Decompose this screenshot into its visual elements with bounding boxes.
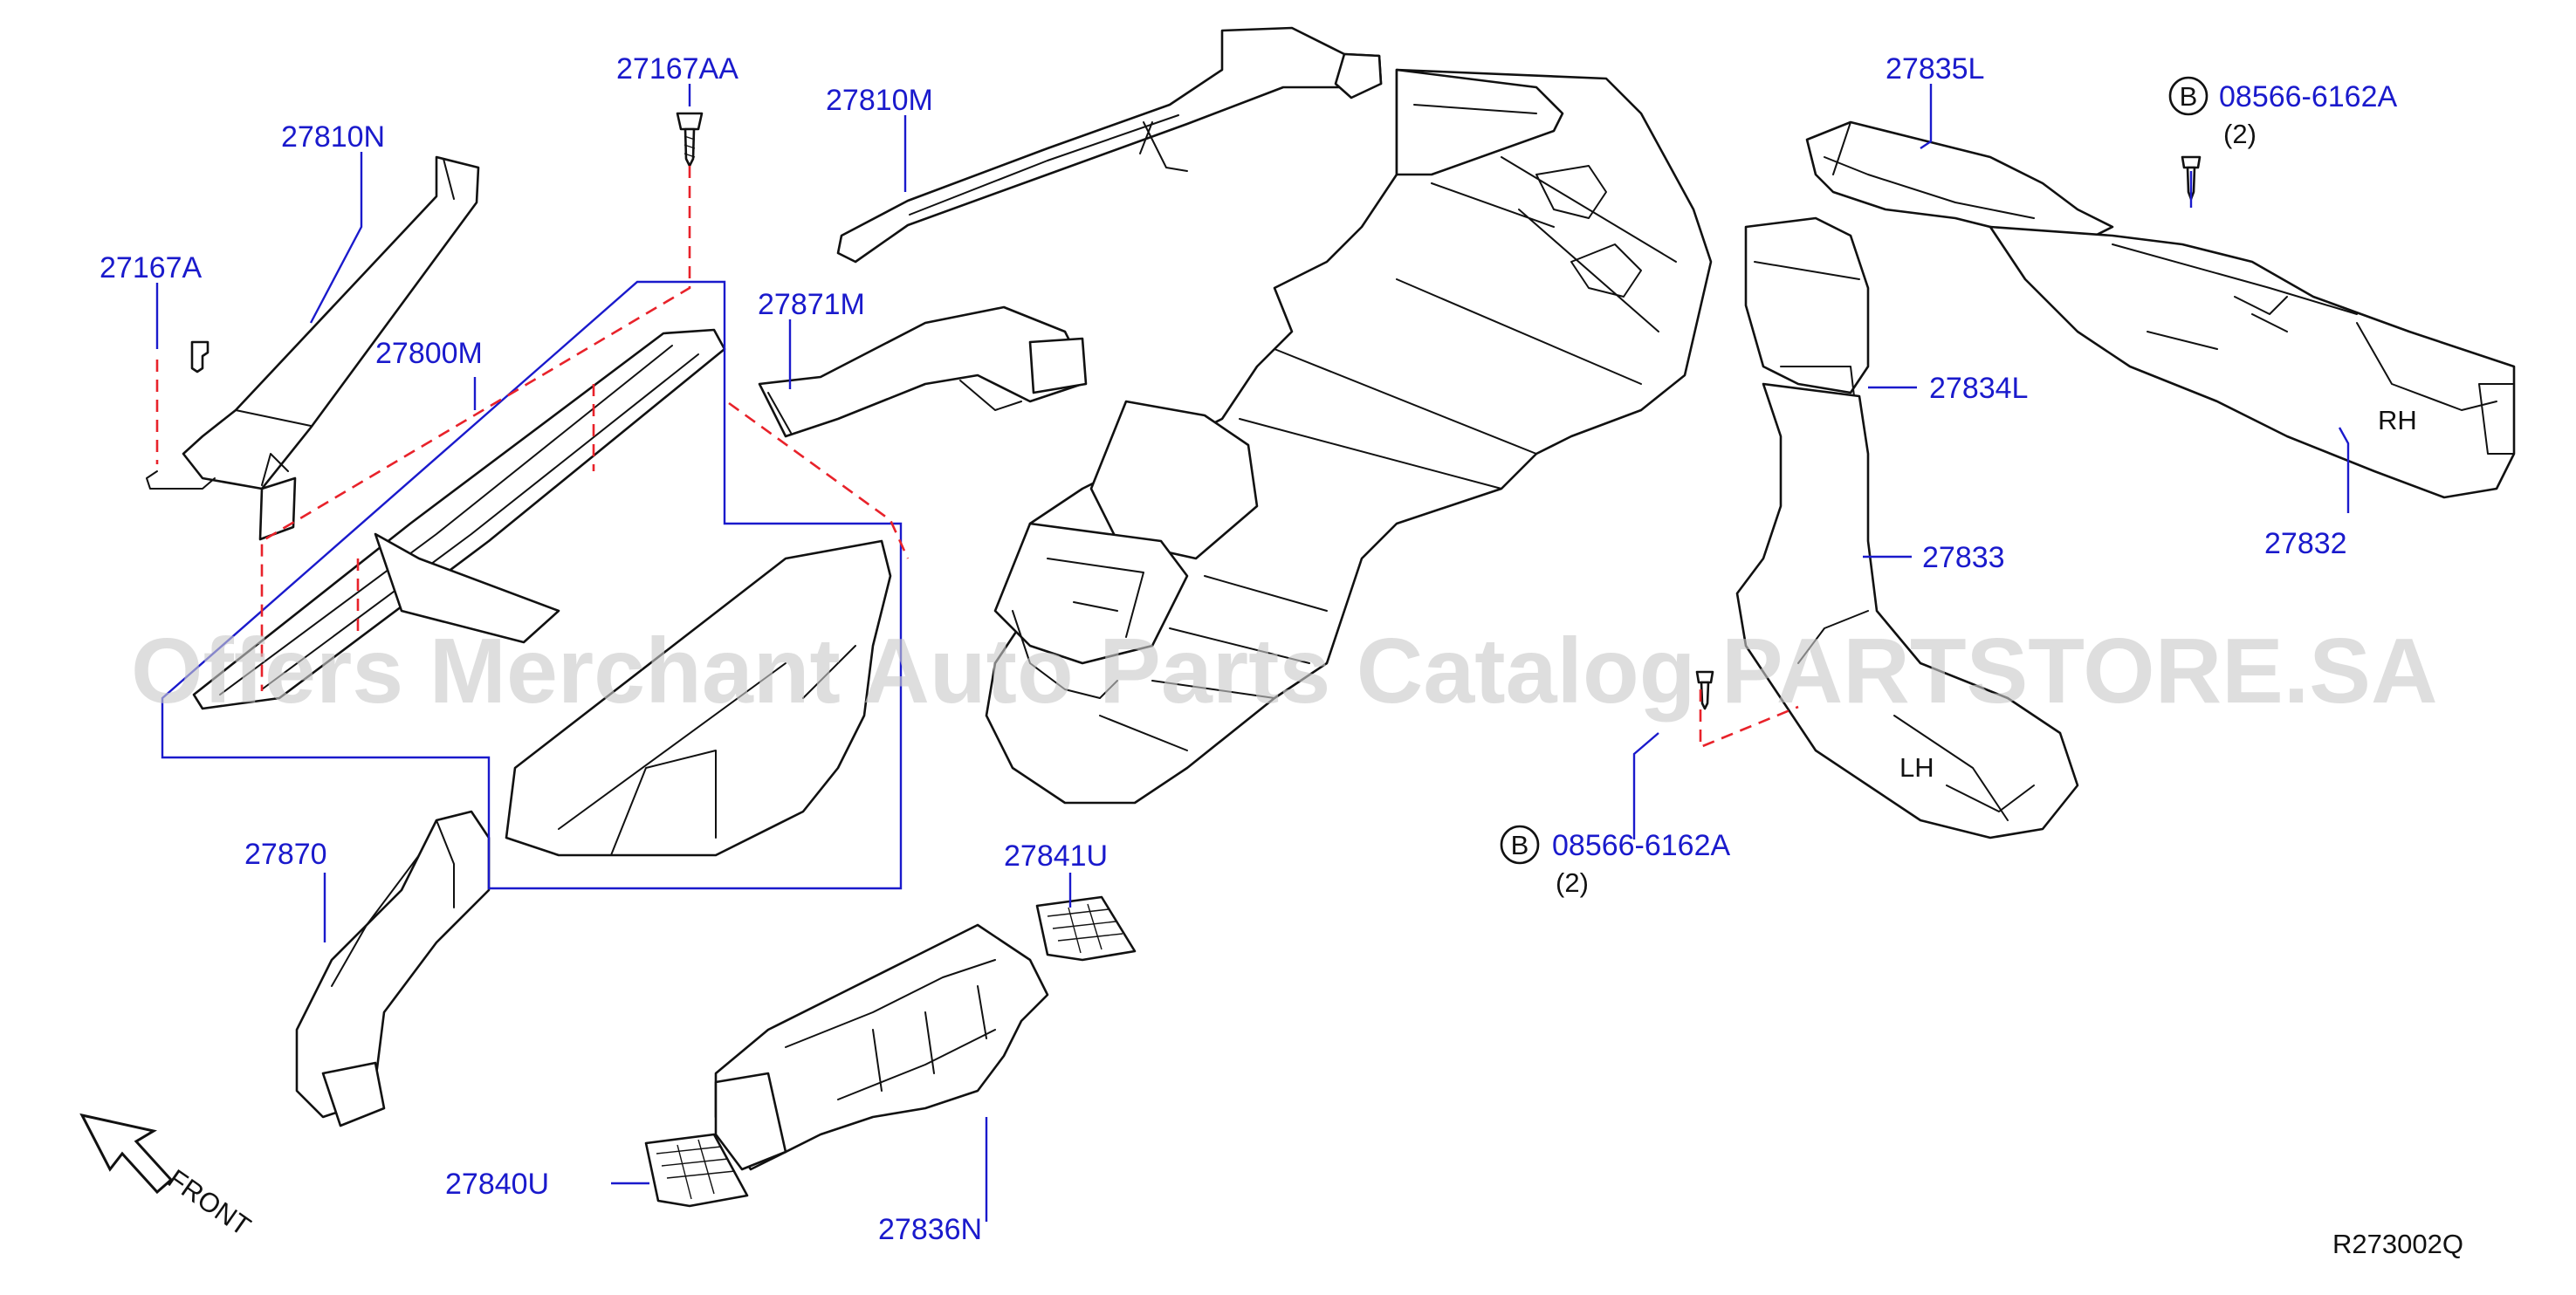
front-label: FRONT [162, 1163, 257, 1242]
callout-27832[interactable]: 27832 [2264, 527, 2347, 560]
bolt-quantity: (2) [1556, 867, 1589, 898]
callout-27810n[interactable]: 27810N [281, 120, 385, 154]
callout-27167a[interactable]: 27167A [100, 251, 203, 284]
heater-blower-unit-illustration [985, 68, 1713, 805]
duct-27835l-illustration [1805, 120, 2114, 246]
callout-27870[interactable]: 27870 [244, 838, 327, 871]
assembly-frame [161, 280, 903, 890]
bolt-marker-circle [1500, 825, 1540, 865]
callout-27800m[interactable]: 27800M [375, 337, 483, 370]
bolt-marker-letter: B [1511, 830, 1529, 860]
dashed-guide-lines [155, 166, 1799, 749]
callout-27871m[interactable]: 27871M [758, 288, 865, 321]
clip-27167a-illustration [190, 340, 210, 373]
bolt-quantity: (2) [2223, 119, 2257, 149]
duct-27832-rh-illustration [1989, 225, 2516, 499]
grille-27840u-illustration [644, 1133, 749, 1208]
grille-27841u-illustration [1035, 895, 1137, 962]
bolt-part-number[interactable]: 08566-6162A [1552, 829, 1731, 862]
bolt-marker-circle [2168, 76, 2208, 116]
callout-27835l[interactable]: 27835L [1886, 52, 1984, 86]
callout-27167aa[interactable]: 27167AA [616, 52, 738, 86]
duct-27810m-illustration [836, 26, 1383, 264]
bolt-bottom-illustration [1695, 670, 1714, 710]
diagram-code: R273002Q [2332, 1229, 2463, 1259]
bolt-callout-top[interactable]: B 08566-6162A (2) [2168, 76, 2398, 149]
front-arrow-icon [79, 1113, 174, 1195]
callout-27841u[interactable]: 27841U [1004, 839, 1108, 873]
duct-27833-lh-illustration [1735, 382, 2079, 839]
duct-27836n-illustration [714, 923, 1049, 1171]
label-lh: LH [1899, 752, 1934, 783]
bolt-part-number[interactable]: 08566-6162A [2219, 80, 2398, 113]
defroster-nozzle-27800m-illustration [192, 328, 892, 857]
callout-27836n[interactable]: 27836N [878, 1213, 982, 1246]
duct-27834l-illustration [1744, 216, 1870, 397]
bolt-marker-letter: B [2180, 81, 2198, 112]
bolt-callout-bottom[interactable]: B 08566-6162A (2) [1500, 825, 1731, 898]
watermark-text: Offers Merchant Auto Parts Catalog PARTS… [131, 620, 2438, 723]
leader-lines [155, 84, 2350, 1222]
screw-27167aa-illustration [676, 112, 704, 168]
duct-27810n-illustration [146, 155, 480, 541]
callout-27833[interactable]: 27833 [1922, 541, 2005, 574]
front-direction-indicator: FRONT [79, 1113, 257, 1242]
callout-27834l[interactable]: 27834L [1929, 372, 2028, 405]
callout-27840u[interactable]: 27840U [445, 1168, 549, 1201]
duct-27871m-illustration [758, 305, 1088, 438]
callout-27810m[interactable]: 27810M [826, 84, 933, 117]
label-rh: RH [2378, 405, 2417, 435]
